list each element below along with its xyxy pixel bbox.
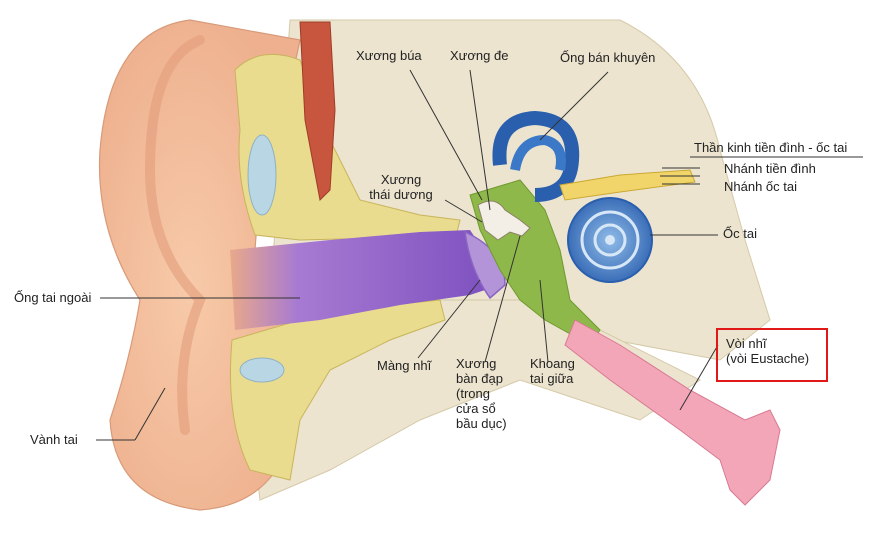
label-vestibular-branch: Nhánh tiền đình xyxy=(724,161,816,176)
cartilage-lower xyxy=(230,299,446,481)
label-incus: Xương đe xyxy=(450,48,509,63)
label-auricle: Vành tai xyxy=(30,432,78,447)
ossicles xyxy=(477,200,531,241)
vessel-upper xyxy=(247,134,277,216)
label-malleus: Xương búa xyxy=(356,48,422,63)
label-external-canal: Ống tai ngoài xyxy=(14,290,92,305)
ear-canal xyxy=(230,230,500,330)
label-eustachian-tube: Vòi nhĩ (vòi Eustache) xyxy=(726,336,810,366)
eustachian-tube xyxy=(564,319,781,506)
label-stapes: Xương bàn đạp (trong cửa sổ bầu dục) xyxy=(456,356,507,431)
vestibulocochlear-nerve xyxy=(559,169,696,201)
label-cochlea: Ốc tai xyxy=(723,226,757,241)
label-middle-ear: Khoang tai giữa xyxy=(530,356,575,386)
vessel-lower xyxy=(239,357,285,383)
cochlea-shape xyxy=(567,197,653,283)
leader-lines xyxy=(96,69,863,441)
highlight-box xyxy=(716,328,828,382)
auricle-fold xyxy=(144,35,206,435)
label-temporal-bone: Xương thái dương xyxy=(369,172,433,202)
label-cochlear-branch: Nhánh ốc tai xyxy=(724,179,797,194)
label-semicircular-canals: Ống bán khuyên xyxy=(560,50,656,65)
label-eardrum: Màng nhĩ xyxy=(377,358,432,373)
muscle xyxy=(299,21,336,202)
eardrum xyxy=(464,230,506,300)
label-vestibulocochlear-nerve: Thần kinh tiền đình - ốc tai xyxy=(694,140,848,155)
